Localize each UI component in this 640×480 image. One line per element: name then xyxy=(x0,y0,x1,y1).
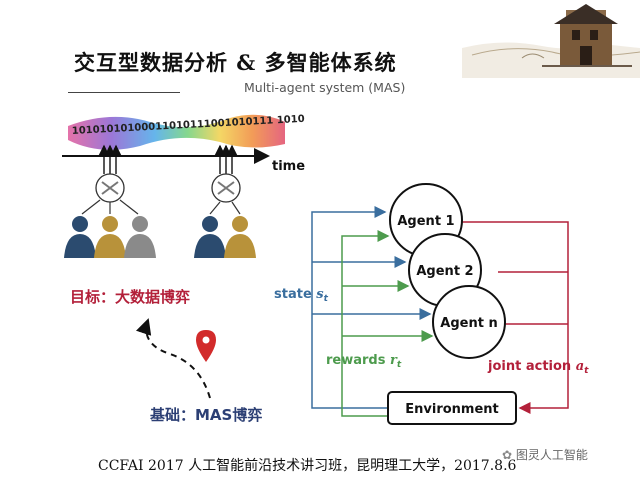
watermark-text: 图灵人工智能 xyxy=(515,448,588,462)
person-icon xyxy=(94,216,126,258)
environment-label: Environment xyxy=(405,402,499,417)
watermark: ✿ 图灵人工智能 xyxy=(502,446,588,463)
wechat-icon: ✿ xyxy=(502,448,513,462)
data-stream-band xyxy=(68,114,285,150)
person-icon xyxy=(194,216,226,258)
data-stream-illustration: 10101010100011010111001010111 1010 time xyxy=(62,114,305,424)
slide-title: 交互型数据分析 & 多智能体系统 xyxy=(74,50,397,75)
agent-node-n: Agent n xyxy=(432,285,506,359)
combiner-node-1 xyxy=(81,173,139,215)
mas-diagram: Agent 1 Agent 2 Agent n Environment stat… xyxy=(274,183,589,425)
person-icon xyxy=(64,216,96,258)
agent-n-label: Agent n xyxy=(440,316,497,331)
joint-action-label: joint action at xyxy=(487,359,589,376)
agent-2-label: Agent 2 xyxy=(416,264,473,279)
agent-1-label: Agent 1 xyxy=(397,214,454,229)
action-connectors xyxy=(432,221,569,414)
state-connectors xyxy=(311,206,432,409)
group-1-arrows xyxy=(98,144,122,174)
person-icon xyxy=(224,216,256,258)
state-label: state st xyxy=(274,287,329,304)
slide-subtitle: Multi-agent system (MAS) xyxy=(244,80,406,95)
slide-footer: CCFAI 2017 人工智能前沿技术讲习班，昆明理工大学，2017.8.6 xyxy=(98,458,517,474)
goal-label: 目标：大数据博弈 xyxy=(70,288,190,306)
time-label: time xyxy=(272,159,305,174)
base-label: 基础：MAS博弈 xyxy=(149,406,262,424)
title-rule xyxy=(68,92,180,93)
map-pin-icon xyxy=(196,330,216,362)
person-icon xyxy=(124,216,156,258)
rewards-connectors xyxy=(341,230,434,417)
combiner-node-2 xyxy=(209,173,241,215)
building-illustration xyxy=(462,4,640,78)
group-2-arrows xyxy=(214,144,238,174)
rewards-label: rewards rt xyxy=(326,353,402,370)
environment-box: Environment xyxy=(387,391,517,425)
